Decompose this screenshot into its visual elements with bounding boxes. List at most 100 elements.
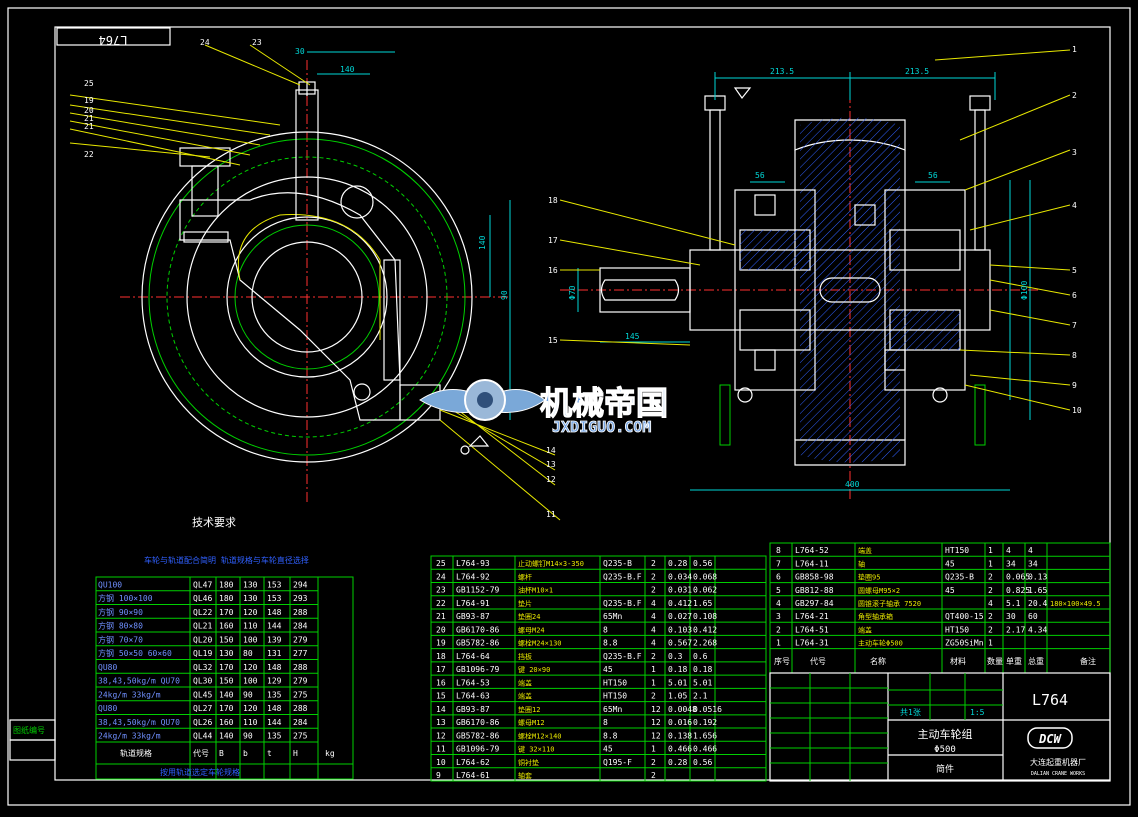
rail-cell: 方钢 80×80: [98, 621, 143, 631]
bom-header-cell: 备注: [1080, 656, 1096, 666]
rail-cell: QL32: [193, 663, 212, 672]
bom-cell: 端盖: [518, 678, 532, 687]
rail-cell: 170: [219, 704, 234, 713]
bom-cell: 4: [651, 639, 656, 648]
bom-cell: 螺栓M24×130: [518, 639, 562, 648]
left-callouts: 24 23 25 19 20 21 21 22 14 13 12 11 30 1…: [84, 38, 556, 519]
dim-56-right: 56: [928, 171, 938, 180]
rail-cell: 24kg/m 33kg/m: [98, 690, 161, 699]
bom-cell: 45: [603, 665, 613, 674]
bom-cell: 20.4: [1028, 599, 1047, 608]
bom-header-cell: 名称: [870, 656, 886, 666]
rail-cell: 284: [293, 622, 308, 631]
left-stamp: 图纸编号: [9, 719, 56, 761]
rail-cell: 170: [219, 608, 234, 617]
bom-cell: 端盖: [858, 625, 872, 634]
bom-cell: L764-92: [456, 572, 490, 581]
rail-cell: 140: [219, 690, 234, 699]
callout-24: 24: [200, 38, 210, 47]
bom-cell: 16: [436, 678, 446, 687]
bom-cell: 0.466: [693, 745, 717, 754]
bom-cell: 螺母M12: [518, 718, 545, 727]
rail-cell: 288: [293, 608, 308, 617]
bom-cell: GB1096-79: [456, 745, 500, 754]
bom-cell: 4: [651, 599, 656, 608]
bom-note: 180×100×49.5: [1050, 600, 1101, 608]
bom-cell: 1.05: [668, 692, 687, 701]
callout-7: 7: [1072, 321, 1077, 330]
bom-cell: GB5782-86: [456, 731, 500, 740]
bom-cell: GB858-98: [795, 573, 834, 582]
bom-cell: 45: [945, 586, 955, 595]
bom-cell: 4: [1006, 546, 1011, 555]
bom-cell: 端盖: [858, 546, 872, 555]
bom-cell: 2: [651, 586, 656, 595]
bom-cell: ZG50SiMn: [945, 639, 984, 648]
rail-cell: QL22: [193, 608, 212, 617]
bom-cell: 2: [651, 692, 656, 701]
bom-cell: 垫圈12: [518, 705, 540, 714]
rail-cell: 38,43,50kg/m QU70: [98, 677, 180, 686]
rail-cell: 148: [267, 608, 282, 617]
bom-cell: 2: [651, 559, 656, 568]
bom-cell: GB5782-86: [456, 639, 500, 648]
bom-cell: L764-52: [795, 546, 829, 555]
scale: 1:5: [970, 708, 985, 717]
dim-phi100: Φ100: [1020, 281, 1029, 300]
callout-25: 25: [84, 79, 94, 88]
company-logo: DCW: [1038, 732, 1062, 746]
rail-cell: 方钢 50×50 60×60: [98, 648, 172, 658]
bom-cell: 15: [436, 692, 446, 701]
bom-cell: HT150: [945, 625, 969, 634]
bom-cell: 4: [651, 612, 656, 621]
bom-cell: 0.027: [668, 612, 692, 621]
bom-cell: 0.0516: [693, 705, 722, 714]
bom-cell: 4: [988, 599, 993, 608]
rail-cell: 135: [267, 732, 282, 741]
bom-header-cell: 材料: [950, 656, 966, 666]
bom-cell: GB1096-79: [456, 665, 500, 674]
callout-16: 16: [548, 266, 558, 275]
bom-cell: 22: [436, 599, 446, 608]
bom-cell: L764-61: [456, 771, 490, 780]
bom-cell: 34: [1028, 559, 1038, 568]
bom-cell: 0.466: [668, 745, 692, 754]
top-drawing-number-box: L764: [56, 27, 171, 47]
bom-cell: 6: [776, 573, 781, 582]
title-block: L764 主动车轮组 Φ500 简件 1:5 共1张 DCW 大连起重机器厂 D…: [769, 672, 1111, 782]
rail-cell: 284: [293, 718, 308, 727]
rail-cell: 180: [219, 580, 234, 589]
callout-4: 4: [1072, 201, 1077, 210]
rail-cell: 144: [267, 622, 282, 631]
rail-cell: 279: [293, 635, 308, 644]
bom-cell: 0.192: [693, 718, 717, 727]
bom-cell: 圆锥滚子轴承 7520: [858, 599, 921, 608]
bom-cell: 键 20×90: [518, 665, 550, 674]
bom-cell: Q235-B.F: [603, 599, 642, 608]
bom-cell: GB297-84: [795, 599, 834, 608]
callout-14: 14: [546, 446, 556, 455]
watermark: 机械帝国 JXDIGUO.COM: [419, 379, 669, 436]
bom-cell: 11: [436, 745, 446, 754]
bom-cell: 8: [603, 718, 608, 727]
bom-cell: 螺母M24: [518, 625, 545, 634]
bom-cell: 0.068: [693, 572, 717, 581]
dim-213-right: 213.5: [905, 67, 929, 76]
bom-cell: 0.0048: [668, 705, 697, 714]
bom-cell: 60: [1028, 612, 1038, 621]
bom-cell: 2: [651, 758, 656, 767]
bom-cell: 30: [1006, 612, 1016, 621]
callout-23: 23: [252, 38, 262, 47]
bom-cell: 1: [651, 745, 656, 754]
bom-cell: 主动车轮Φ500: [858, 639, 903, 648]
bom-cell: 0.103: [668, 625, 692, 634]
rail-cell: 方钢 90×90: [98, 607, 143, 617]
bom-cell: 0.6: [693, 652, 708, 661]
